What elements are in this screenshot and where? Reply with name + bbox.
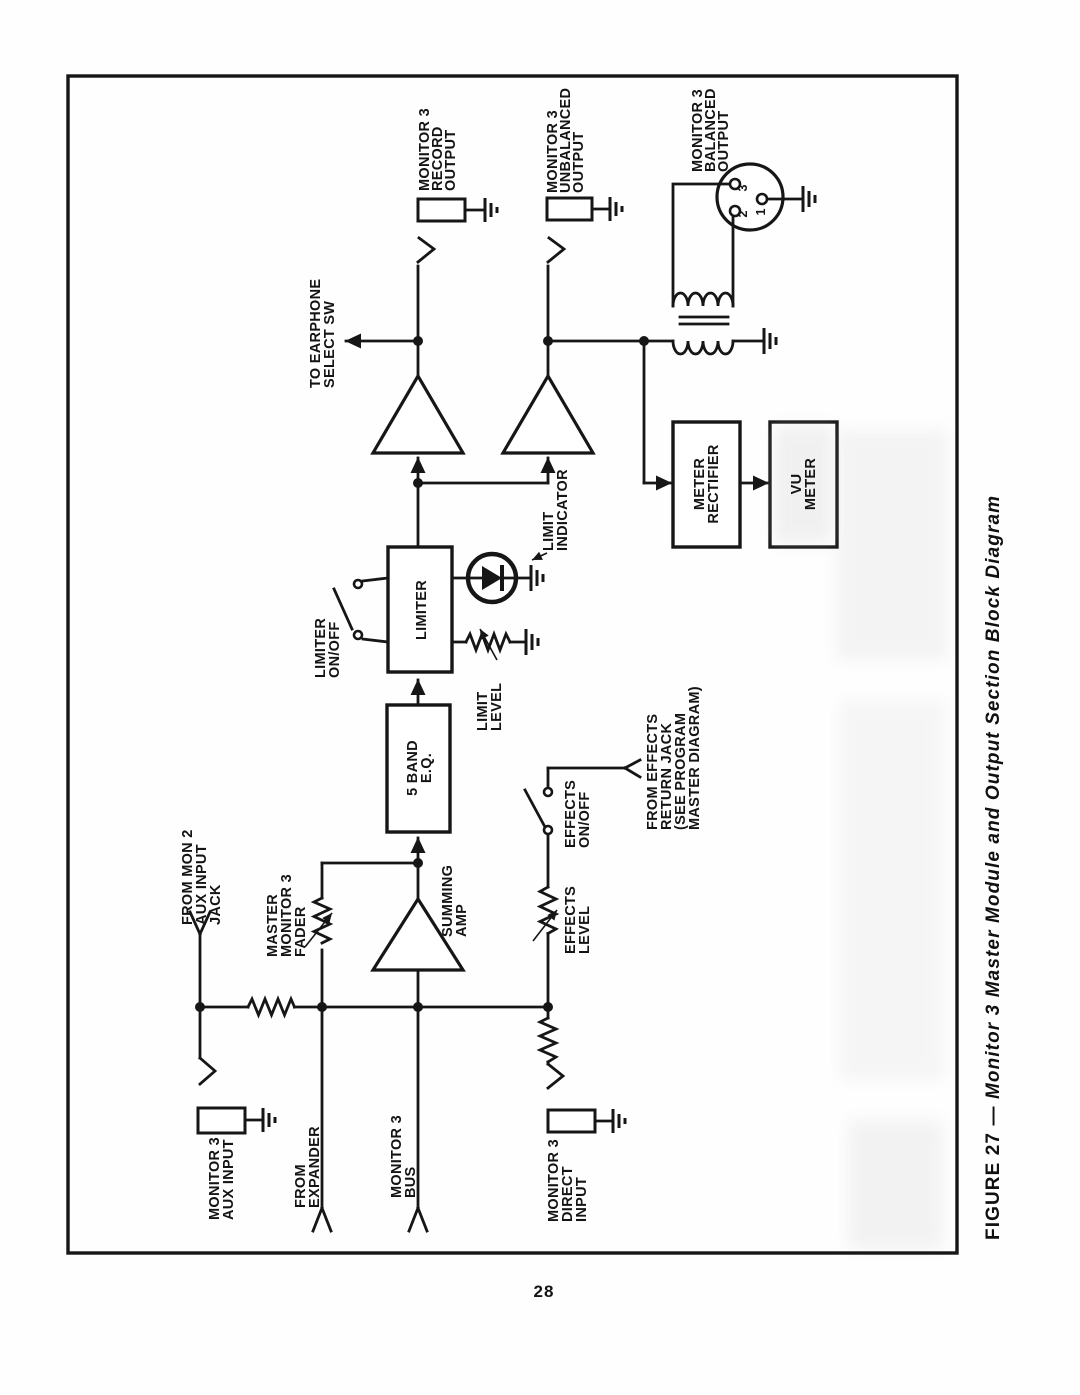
label-direct-input: INPUT [574, 1177, 590, 1222]
junction-dots [195, 336, 649, 1012]
label-from-mon2: JACK [208, 884, 224, 925]
output-transformer [671, 291, 778, 356]
vu-meter-scan-tint [773, 425, 834, 544]
aux-input-jack [196, 1106, 277, 1135]
meter-rectifier-block [671, 420, 742, 549]
limit-indicator-led [450, 551, 548, 605]
label-from-expander: EXPANDER [307, 1126, 323, 1208]
limiter-onoff-switch [332, 576, 390, 644]
label-master-fader: FADER [293, 906, 309, 957]
label-from-mon2: FROM MON 2 [180, 829, 196, 925]
label-master-fader: MONITOR 3 [279, 874, 295, 957]
label-effects-return: MASTER DIAGRAM) [687, 686, 703, 830]
label-limiter-onoff: LIMITER [313, 618, 329, 678]
direct-input-jack [546, 1108, 627, 1134]
label-unbalanced-output: UNBALANCED [558, 88, 574, 193]
label-direct-input: DIRECT [560, 1166, 576, 1222]
label-monitor3-bus: MONITOR 3 [389, 1115, 405, 1198]
label-eq-block: E.Q. [419, 753, 435, 783]
label-master-fader: MASTER [265, 894, 281, 957]
label-effects-return: FROM EFFECTS [645, 714, 661, 830]
label-from-expander: FROM [293, 1164, 309, 1208]
label-effects-onoff: ON/OFF [577, 791, 593, 848]
label-balanced-output: BALANCED [703, 88, 719, 172]
label-monitor3-bus: BUS [403, 1166, 419, 1198]
label-earphone: SELECT SW [322, 301, 338, 388]
output-amp-1 [370, 372, 466, 455]
label-effects-onoff: EFFECTS [563, 780, 579, 848]
label-earphone: TO EARPHONE [308, 279, 324, 388]
xlr-pin-1-label: 1 [754, 208, 768, 215]
label-effects-level: LEVEL [577, 906, 593, 954]
wires [188, 236, 770, 1233]
figure-caption-title: Monitor 3 Master Module and Output Secti… [983, 495, 1004, 1099]
label-record-output: MONITOR 3 [417, 108, 433, 191]
label-meter-rectifier: RECTIFIER [706, 444, 722, 523]
label-record-output: OUTPUT [443, 130, 459, 191]
summing-amp [370, 896, 466, 972]
label-effects-return: RETURN JACK [659, 723, 675, 830]
label-meter-rectifier: METER [692, 458, 708, 510]
unbalanced-output-jack [545, 196, 624, 222]
figure-caption-prefix: FIGURE 27 — [983, 1099, 1004, 1240]
eq-block [385, 703, 452, 834]
label-limit-indicator: INDICATOR [555, 469, 571, 551]
label-eq-block: 5 BAND [405, 740, 421, 796]
output-amp-2 [500, 372, 596, 455]
label-vu-meter: VU [789, 474, 805, 495]
limit-level-pot [450, 629, 540, 655]
label-aux-input: AUX INPUT [221, 1139, 237, 1220]
label-effects-return: (SEE PROGRAM [673, 713, 689, 830]
record-output-jack [416, 197, 499, 223]
xlr-pin-3-label: 3 [736, 184, 750, 191]
label-from-mon2: AUX INPUT [194, 844, 210, 925]
label-effects-level: EFFECTS [563, 886, 579, 954]
label-summing-amp: AMP [454, 904, 470, 937]
scan-artifacts [836, 430, 948, 1250]
effects-onoff-switch [523, 786, 554, 836]
figure-border [66, 74, 959, 1255]
figure-caption: FIGURE 27 — Monitor 3 Master Module and … [983, 495, 1004, 1240]
label-balanced-output: OUTPUT [716, 111, 732, 172]
label-limit-level: LIMIT [475, 692, 491, 731]
label-summing-amp: SUMMING [440, 865, 456, 937]
label-vu-meter: METER [803, 458, 819, 510]
label-record-output: RECORD [430, 126, 446, 191]
diagram-labels: MONITOR 3 RECORD OUTPUT MONITOR 3 UNBALA… [180, 88, 819, 1222]
label-limiter-onoff: ON/OFF [327, 621, 343, 678]
label-balanced-output: MONITOR 3 [690, 89, 706, 172]
label-unbalanced-output: MONITOR 3 [545, 110, 561, 193]
label-direct-input: MONITOR 3 [546, 1139, 562, 1222]
label-limit-indicator: LIMIT [541, 512, 557, 551]
label-limiter-block: LIMITER [414, 580, 430, 640]
label-aux-input: MONITOR 3 [207, 1137, 223, 1220]
label-limit-level: LEVEL [489, 683, 505, 731]
xlr-pin-2-label: 2 [736, 210, 750, 217]
page-number: 28 [534, 1282, 555, 1301]
limiter-block [386, 545, 454, 674]
xlr-balanced-connector [671, 162, 817, 308]
label-unbalanced-output: OUTPUT [571, 132, 587, 193]
